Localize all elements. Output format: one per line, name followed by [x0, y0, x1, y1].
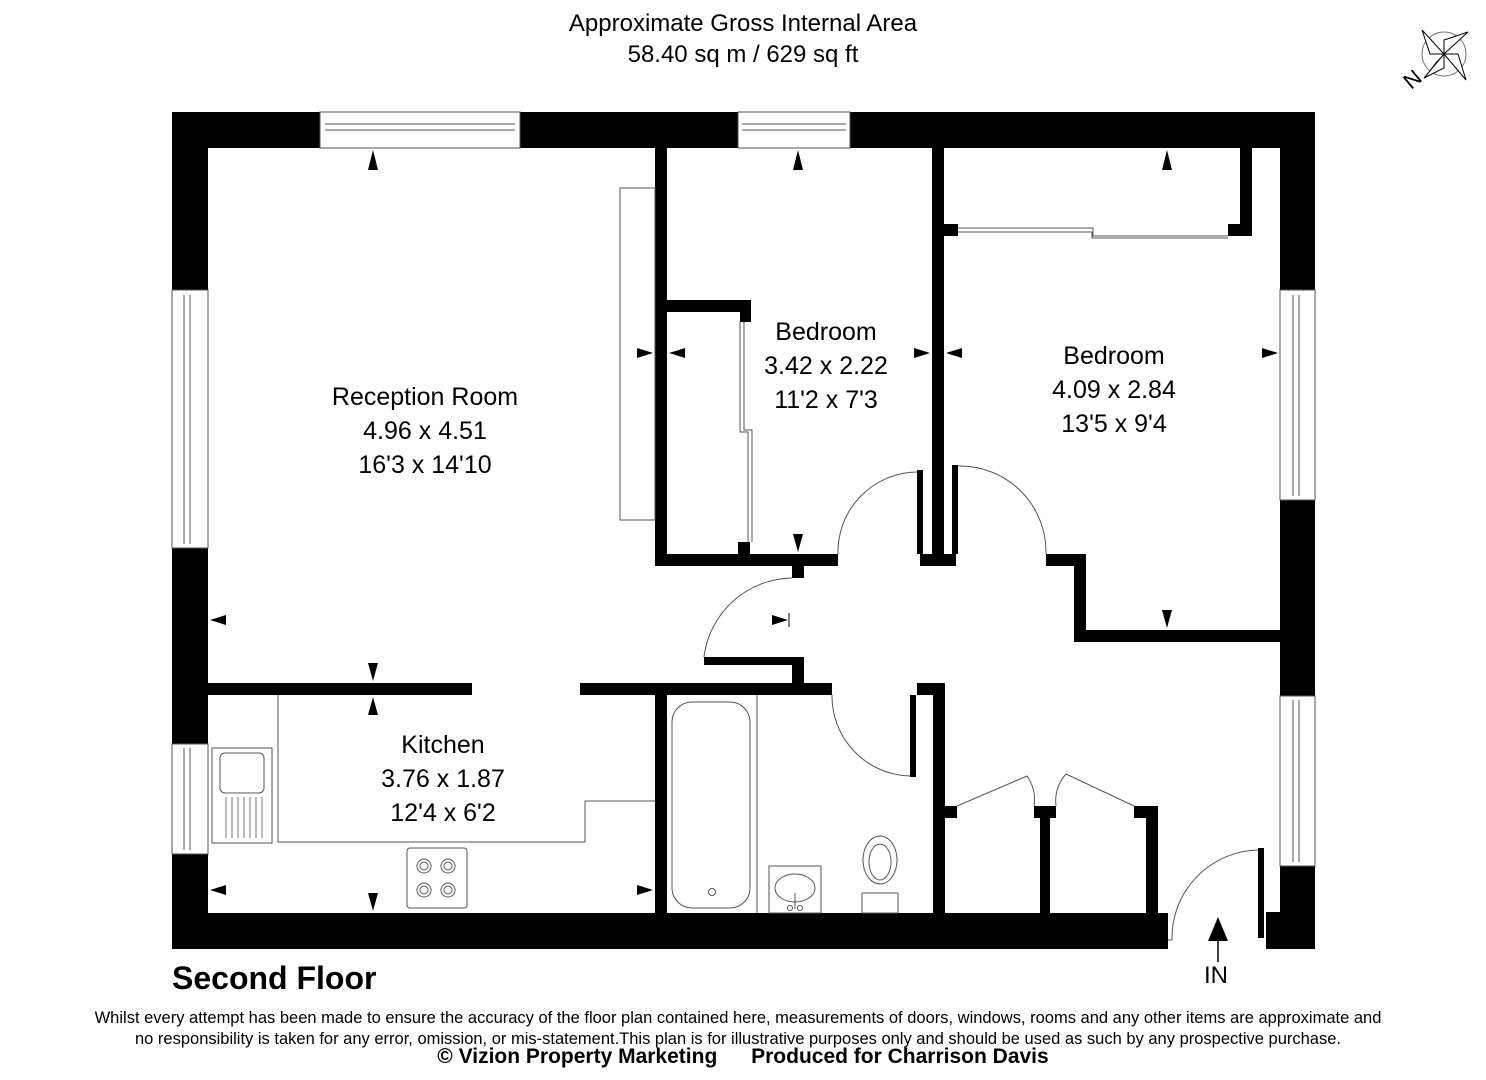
produced-for: Produced for Charrison Davis	[751, 1045, 1049, 1068]
disclaimer: Whilst every attempt has been made to en…	[0, 1008, 1476, 1050]
floor-title: Second Floor	[172, 960, 377, 996]
internal-walls	[208, 148, 1280, 938]
room-imperial: 16'3 x 14'10	[358, 451, 492, 479]
dimension-arrows	[210, 150, 1278, 962]
room-name: Bedroom	[775, 318, 877, 346]
room-imperial: 13'5 x 9'4	[1061, 410, 1167, 438]
room-reception: Reception Room 4.96 x 4.51 16'3 x 14'10	[332, 380, 518, 482]
area-value: 58.40 sq m / 629 sq ft	[627, 41, 859, 68]
north-compass-icon: N	[1390, 24, 1480, 104]
room-metric: 3.42 x 2.22	[764, 352, 888, 380]
room-name: Bedroom	[1063, 342, 1165, 370]
room-name: Reception Room	[331, 383, 519, 411]
area-title: Approximate Gross Internal Area	[568, 10, 918, 37]
copyright: © Vizion Property Marketing	[437, 1045, 718, 1068]
room-kitchen: Kitchen 3.76 x 1.87 12'4 x 6'2	[381, 728, 505, 830]
room-bedroom-2: Bedroom 3.42 x 2.22 11'2 x 7'3	[764, 315, 888, 417]
svg-text:N: N	[1398, 65, 1426, 94]
room-metric: 4.09 x 2.84	[1052, 376, 1176, 404]
disclaimer-line-1: Whilst every attempt has been made to en…	[94, 1009, 1382, 1027]
credits: © Vizion Property Marketing Produced for…	[0, 1045, 1486, 1069]
entry-label: IN	[1204, 962, 1228, 989]
disclaimer-line-2: no responsibility is taken for any error…	[134, 1030, 1341, 1048]
room-metric: 3.76 x 1.87	[381, 765, 505, 793]
area-header: Approximate Gross Internal Area 58.40 sq…	[0, 8, 1486, 70]
doors-and-fixtures	[211, 187, 1259, 941]
windows	[171, 111, 1316, 867]
outer-walls	[172, 112, 1315, 949]
room-imperial: 12'4 x 6'2	[390, 799, 496, 827]
room-metric: 4.96 x 4.51	[363, 417, 487, 445]
room-imperial: 11'2 x 7'3	[774, 386, 878, 414]
room-bedroom-1: Bedroom 4.09 x 2.84 13'5 x 9'4	[1052, 339, 1176, 441]
room-name: Kitchen	[401, 731, 485, 759]
